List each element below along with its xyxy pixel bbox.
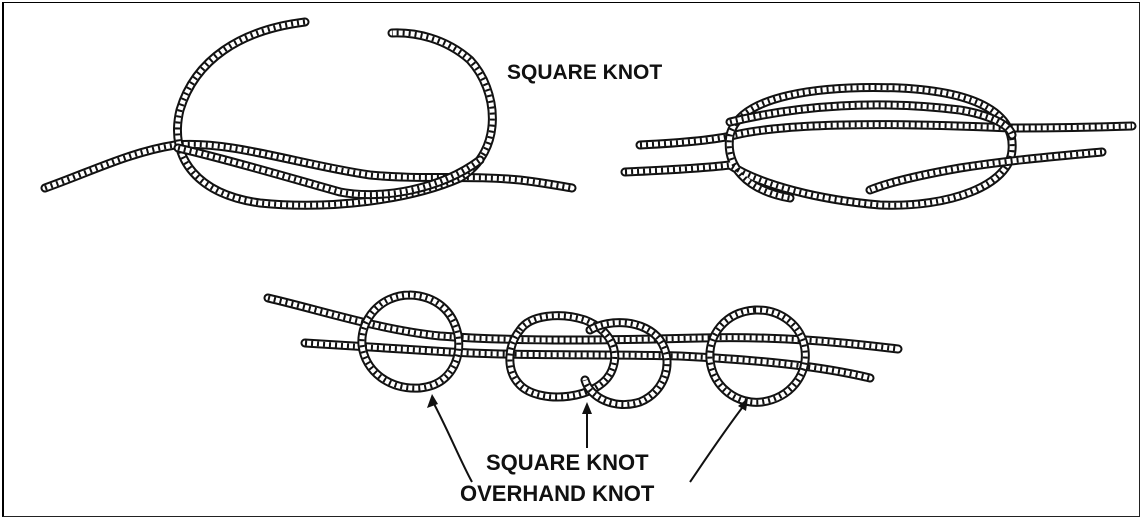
overhand-pointer-right [690, 404, 745, 482]
combined-knots-illustration [268, 295, 898, 405]
overhand-pointer-left [432, 400, 472, 482]
arrowhead [582, 402, 592, 414]
rope-strand [305, 343, 870, 378]
square-knot-loop [585, 323, 667, 405]
loose-square-knot-illustration [45, 22, 572, 205]
overhand-knot-label: OVERHAND KNOT [460, 481, 654, 507]
tight-square-knot-illustration [625, 88, 1132, 206]
square-knot-title: SQUARE KNOT [507, 61, 662, 85]
rope-strand [640, 125, 1132, 145]
square-knot-label: SQUARE KNOT [486, 450, 649, 476]
overhand-knot-loop [362, 295, 459, 388]
arrowhead [427, 394, 438, 408]
